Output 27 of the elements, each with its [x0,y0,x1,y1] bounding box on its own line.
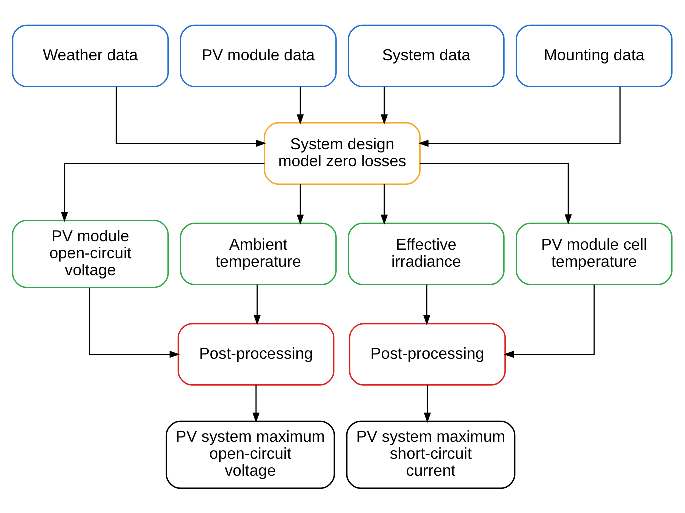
node-box: PV system maximum short-circuit current [346,420,516,489]
arrow [252,384,260,423]
arrow [420,162,572,224]
arrow [61,162,265,222]
arrow [296,86,304,124]
node-box: Ambient temperature [180,222,337,285]
arrow [254,284,261,325]
arrow [116,86,266,147]
node-box: Effective irradiance [348,222,505,285]
node-box: PV module open-circuit voltage [12,220,170,288]
node-box: Weather data [12,24,170,87]
arrow [418,86,621,147]
node-box: System data [348,24,505,87]
node-box: PV module cell temperature [516,222,673,285]
arrow [424,384,432,423]
node-box: System design model zero losses [264,122,421,185]
arrow [504,284,595,358]
arrow [296,184,304,225]
arrow [380,184,388,225]
node-box: PV module data [180,24,337,87]
node-box: Post-processing [178,322,335,386]
node-box: Mounting data [516,24,673,87]
arrow [380,86,388,124]
arrow [423,284,431,325]
node-box: Post-processing [349,322,506,386]
node-box: PV system maximum open-circuit voltage [166,420,336,489]
arrow [89,288,180,358]
